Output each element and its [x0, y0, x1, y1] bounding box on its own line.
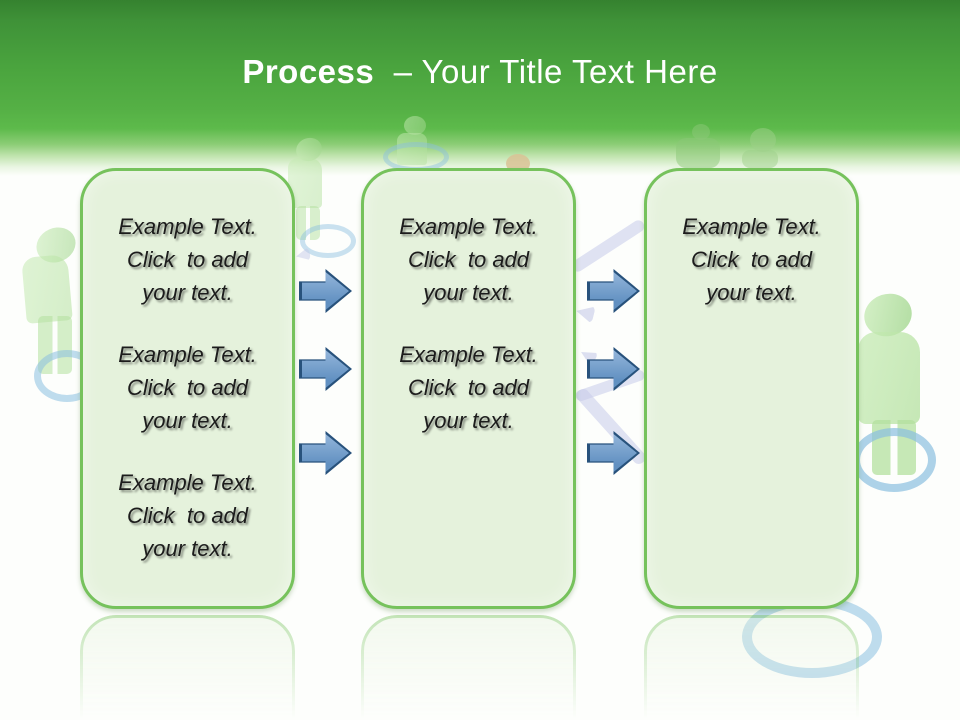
- slide-title-text: – Your Title Text Here: [374, 53, 718, 90]
- person-body-icon: [858, 332, 920, 424]
- slide-title: Process – Your Title Text Here: [0, 52, 960, 92]
- person-head-icon: [404, 116, 426, 135]
- person-head-icon: [692, 124, 710, 140]
- slide-title-keyword: Process: [242, 53, 375, 90]
- placeholder-text[interactable]: Example Text. Click to add your text.: [118, 342, 257, 433]
- connector-arrowhead-icon: [574, 302, 596, 324]
- box-reflection: [361, 615, 576, 720]
- box-reflection: [80, 615, 295, 720]
- process-box-1[interactable]: Example Text. Click to add your text. Ex…: [80, 168, 295, 609]
- placeholder-text[interactable]: Example Text. Click to add your text.: [399, 214, 538, 305]
- title-bar: Process – Your Title Text Here: [0, 0, 960, 176]
- connector-arrow-icon: [569, 218, 647, 274]
- person-body-icon: [21, 254, 73, 324]
- placeholder-text[interactable]: Example Text. Click to add your text.: [118, 470, 257, 561]
- person-head-icon: [750, 128, 776, 152]
- orbit-ring-icon: [852, 428, 936, 492]
- orbit-ring-icon: [300, 224, 356, 258]
- process-box-2[interactable]: Example Text. Click to add your text. Ex…: [361, 168, 576, 609]
- box-reflection: [644, 615, 859, 720]
- placeholder-text[interactable]: Example Text. Click to add your text.: [682, 214, 821, 305]
- person-body-icon: [676, 138, 720, 168]
- placeholder-text[interactable]: Example Text. Click to add your text.: [399, 342, 538, 433]
- placeholder-text[interactable]: Example Text. Click to add your text.: [118, 214, 257, 305]
- person-body-icon: [742, 150, 778, 168]
- process-box-3[interactable]: Example Text. Click to add your text.: [644, 168, 859, 609]
